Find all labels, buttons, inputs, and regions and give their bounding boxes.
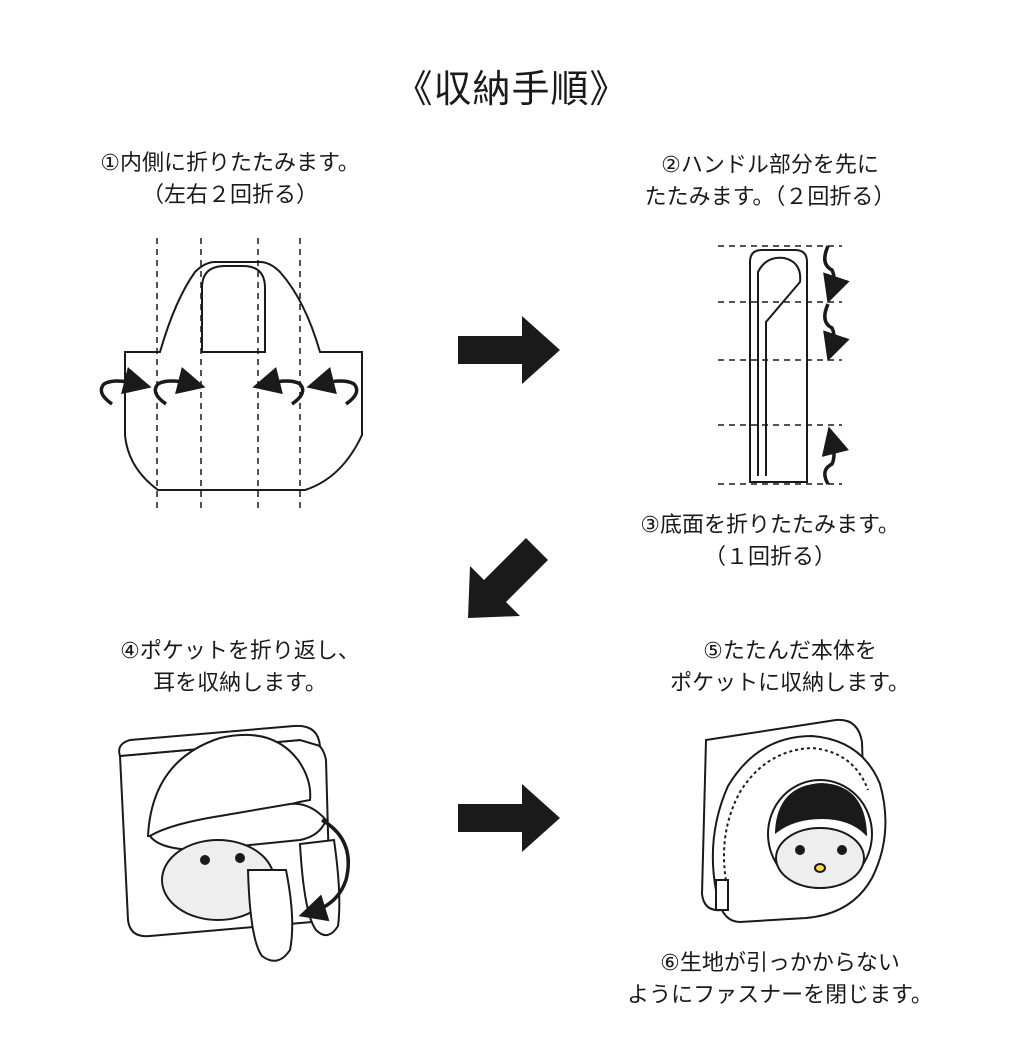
step1-tote-illustration [99,238,363,510]
fold-arrow-1 [99,367,152,406]
strip-arrow-2 [823,303,850,362]
page-title: 《収納手順》 [394,67,629,111]
step6-caption: ⑥生地が引っかからない ようにファスナーを閉じます。 [600,948,960,1012]
step5-line1: ⑤たたんだ本体を [703,639,877,664]
tuck-arrow [298,818,351,922]
fold-arrow-2 [153,367,206,406]
step3-line1: ③底面を折りたたみます。 [640,513,900,538]
fold-arrow-3 [252,367,305,406]
character-eye-right [235,853,245,863]
step4-pocket-illustration [118,724,351,962]
step4-caption: ④ポケットを折り返し、 耳を収納します。 [90,636,390,700]
step3-caption: ③底面を折りたたみます。 （１回折る） [620,510,920,574]
strip-handle-detail [757,256,802,476]
pouch-character-eye-left [795,845,805,855]
step6-line1: ⑥生地が引っかからない [660,951,900,976]
step2-line2: たたみます。（２回折る） [644,185,896,210]
step4-line2: 耳を収納します。 [153,671,327,696]
character-ear-left [246,869,294,962]
pouch-character-nose [814,863,826,873]
strip-arrow-1 [823,245,850,304]
fold-arrows [99,367,359,406]
step5-line2: ポケットに収納します。 [670,671,910,696]
fold-arrow-4 [306,367,359,406]
step5-pouch-illustration [700,718,887,924]
pouch-character-eye-right [837,845,847,855]
arrow-step3-to-step4 [468,538,548,618]
step2-strip-illustration [718,245,850,485]
tote-outline [124,261,363,491]
step1-line1: ①内側に折りたたみます。 [100,151,360,176]
tote-handle-inner [201,265,266,353]
zipper-pull [715,879,729,911]
zipper-track [723,746,869,893]
character-eye-left [200,855,210,865]
step2-caption: ②ハンドル部分を先に たたみます。（２回折る） [620,150,920,214]
arrow-step4-to-step5 [458,784,560,852]
step6-line2: ようにファスナーを閉じます。 [627,983,933,1008]
strip-guide-lines [718,245,842,485]
pouch-character-hair [774,782,868,837]
step3-line2: （１回折る） [703,545,836,570]
step4-line1: ④ポケットを折り返し、 [120,639,360,664]
step1-line2: （左右２回折る） [141,183,318,208]
pouch-character-face [775,827,865,889]
step1-caption: ①内側に折りたたみます。 （左右２回折る） [80,148,380,212]
strip-arrow-3 [821,426,849,485]
arrow-step1-to-step2 [458,316,560,384]
step2-line1: ②ハンドル部分を先に [661,153,879,178]
strip-fold-arrows [821,245,850,485]
fold-guide-lines [156,238,301,510]
strip-outline [749,249,808,483]
step5-caption: ⑤たたんだ本体を ポケットに収納します。 [640,636,940,700]
